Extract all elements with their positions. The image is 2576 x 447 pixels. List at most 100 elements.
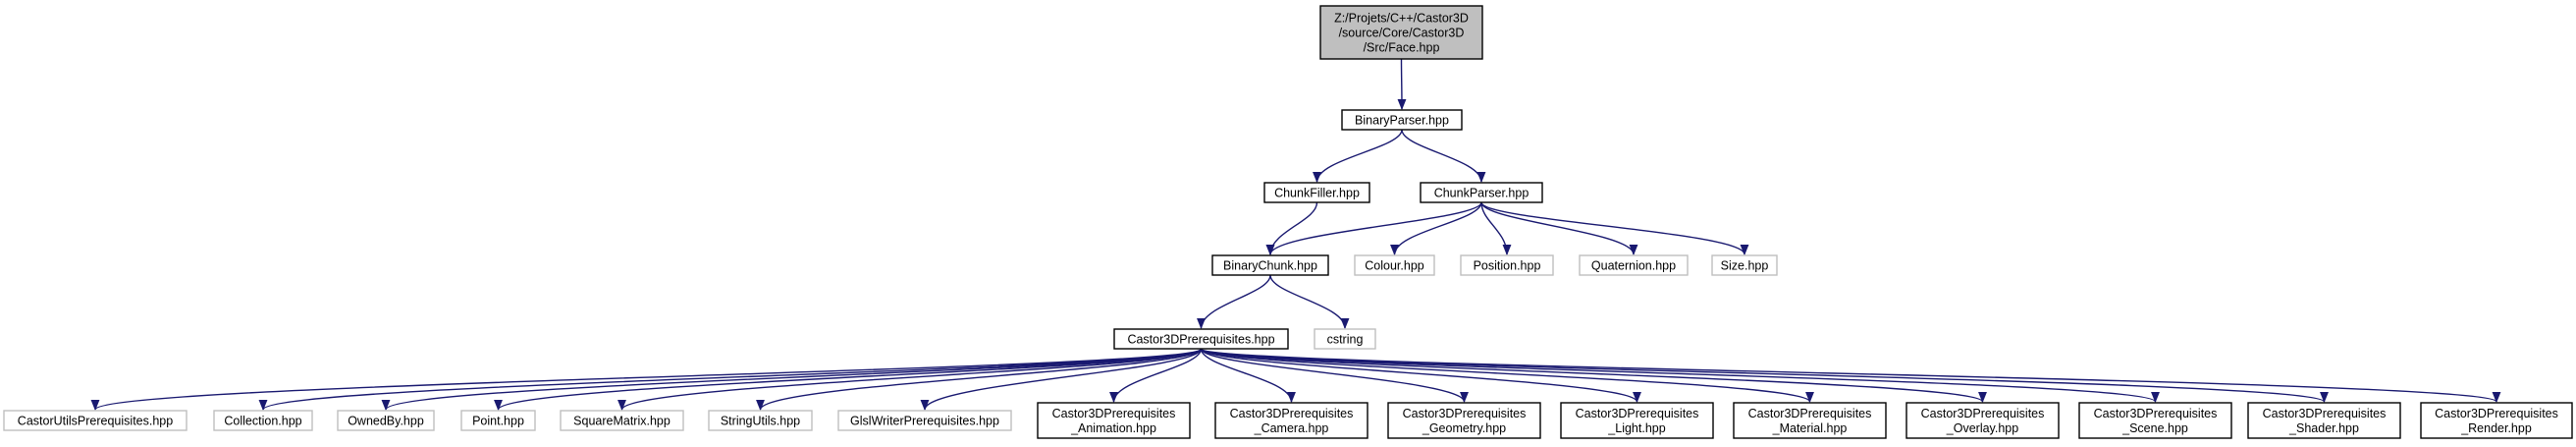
node-label-stringutils-0: StringUtils.hpp — [721, 415, 800, 428]
node-binarychunk[interactable]: BinaryChunk.hpp — [1211, 254, 1329, 276]
edges-layer — [90, 58, 2500, 412]
edge-castor3dprereq-to-pre_material — [1200, 348, 1814, 404]
node-label-point-0: Point.hpp — [472, 415, 524, 428]
edge-castor3dprereq-to-pre_overlay — [1200, 348, 1987, 404]
node-label-pre_shader-0: Castor3DPrerequisites — [2263, 407, 2387, 420]
node-label-cstring-0: cstring — [1327, 333, 1364, 347]
edge-castor3dprereq-to-stringutils — [756, 348, 1203, 412]
node-pre_geometry[interactable]: Castor3DPrerequisites_Geometry.hpp — [1387, 402, 1541, 439]
node-label-pre_camera-0: Castor3DPrerequisites — [1230, 407, 1354, 420]
node-label-pre_camera-1: _Camera.hpp — [1254, 421, 1329, 435]
node-box-colour — [1354, 254, 1435, 276]
node-castorutils: CastorUtilsPrerequisites.hpp — [3, 410, 188, 431]
node-box-pre_overlay — [1905, 402, 2060, 439]
node-box-quaternion — [1579, 254, 1689, 276]
edge-face-to-binaryparser — [1397, 58, 1407, 111]
node-box-collection — [213, 410, 313, 431]
node-label-face-1: /source/Core/Castor3D — [1339, 27, 1465, 40]
node-box-ownedby — [337, 410, 435, 431]
edge-castor3dprereq-to-glslwriter — [920, 348, 1203, 412]
node-collection: Collection.hpp — [213, 410, 313, 431]
node-stringutils: StringUtils.hpp — [708, 410, 813, 431]
node-box-binarychunk — [1211, 254, 1329, 276]
node-label-pre_render-1: _Render.hpp — [2460, 421, 2532, 435]
edge-castor3dprereq-to-pre_light — [1200, 348, 1641, 404]
edge-castor3dprereq-to-pre_shader — [1200, 348, 2329, 404]
node-label-pre_light-0: Castor3DPrerequisites — [1576, 407, 1699, 420]
edge-binarychunk-to-cstring — [1269, 274, 1350, 330]
node-pre_animation[interactable]: Castor3DPrerequisites_Animation.hpp — [1037, 402, 1191, 439]
node-position: Position.hpp — [1460, 254, 1554, 276]
edge-castor3dprereq-to-point — [494, 348, 1203, 412]
edge-castor3dprereq-to-castorutils — [90, 348, 1203, 412]
edge-castor3dprereq-to-ownedby — [381, 348, 1203, 412]
node-box-castorutils — [3, 410, 188, 431]
node-squarematrix: SquareMatrix.hpp — [560, 410, 684, 431]
node-colour: Colour.hpp — [1354, 254, 1435, 276]
node-pre_scene[interactable]: Castor3DPrerequisites_Scene.hpp — [2078, 402, 2232, 439]
edge-chunkparser-to-quaternion — [1480, 201, 1638, 256]
node-label-chunkparser-0: ChunkParser.hpp — [1434, 187, 1530, 200]
edge-chunkfiller-to-binarychunk — [1265, 201, 1318, 256]
node-label-colour-0: Colour.hpp — [1365, 259, 1424, 273]
edge-chunkparser-to-colour — [1390, 201, 1482, 256]
edge-binaryparser-to-chunkfiller — [1313, 129, 1403, 184]
edge-binaryparser-to-chunkparser — [1401, 129, 1486, 184]
edge-chunkparser-to-position — [1480, 201, 1512, 256]
node-box-stringutils — [708, 410, 813, 431]
node-cstring: cstring — [1314, 328, 1376, 350]
edge-castor3dprereq-to-pre_geometry — [1200, 348, 1469, 404]
edge-chunkparser-to-binarychunk — [1265, 201, 1482, 256]
node-size: Size.hpp — [1711, 254, 1778, 276]
node-box-glslwriter — [837, 410, 1012, 431]
node-chunkfiller[interactable]: ChunkFiller.hpp — [1263, 182, 1370, 203]
node-point: Point.hpp — [460, 410, 536, 431]
node-ownedby: OwnedBy.hpp — [337, 410, 435, 431]
node-box-pre_animation — [1037, 402, 1191, 439]
node-box-face — [1319, 5, 1483, 60]
node-pre_light[interactable]: Castor3DPrerequisites_Light.hpp — [1560, 402, 1714, 439]
node-label-position-0: Position.hpp — [1474, 259, 1541, 273]
node-pre_shader[interactable]: Castor3DPrerequisites_Shader.hpp — [2247, 402, 2401, 439]
edge-castor3dprereq-to-pre_render — [1200, 348, 2500, 404]
node-face: Z:/Projets/C++/Castor3D/source/Core/Cast… — [1319, 5, 1483, 60]
node-glslwriter: GlslWriterPrerequisites.hpp — [837, 410, 1012, 431]
node-label-chunkfiller-0: ChunkFiller.hpp — [1274, 187, 1360, 200]
node-label-squarematrix-0: SquareMatrix.hpp — [573, 415, 671, 428]
node-box-chunkparser — [1420, 182, 1543, 203]
node-label-binarychunk-0: BinaryChunk.hpp — [1223, 259, 1317, 273]
node-label-ownedby-0: OwnedBy.hpp — [348, 415, 424, 428]
node-label-pre_material-0: Castor3DPrerequisites — [1748, 407, 1872, 420]
edge-castor3dprereq-to-pre_animation — [1109, 348, 1203, 404]
node-label-collection-0: Collection.hpp — [224, 415, 301, 428]
node-binaryparser[interactable]: BinaryParser.hpp — [1341, 109, 1463, 131]
node-label-castorutils-0: CastorUtilsPrerequisites.hpp — [18, 415, 173, 428]
node-label-pre_geometry-0: Castor3DPrerequisites — [1403, 407, 1527, 420]
node-pre_overlay[interactable]: Castor3DPrerequisites_Overlay.hpp — [1905, 402, 2060, 439]
node-box-pre_geometry — [1387, 402, 1541, 439]
node-label-castor3dprereq-0: Castor3DPrerequisites.hpp — [1127, 333, 1274, 347]
node-pre_render[interactable]: Castor3DPrerequisites_Render.hpp — [2420, 402, 2573, 439]
edge-castor3dprereq-to-collection — [258, 348, 1203, 412]
node-label-size-0: Size.hpp — [1721, 259, 1769, 273]
node-box-pre_render — [2420, 402, 2573, 439]
node-pre_material[interactable]: Castor3DPrerequisites_Material.hpp — [1733, 402, 1887, 439]
node-label-binaryparser-0: BinaryParser.hpp — [1355, 114, 1449, 128]
node-box-size — [1711, 254, 1778, 276]
node-label-pre_overlay-1: _Overlay.hpp — [1946, 421, 2018, 435]
node-label-quaternion-0: Quaternion.hpp — [1591, 259, 1676, 273]
node-label-glslwriter-0: GlslWriterPrerequisites.hpp — [850, 415, 999, 428]
node-pre_camera[interactable]: Castor3DPrerequisites_Camera.hpp — [1214, 402, 1368, 439]
node-box-pre_material — [1733, 402, 1887, 439]
node-box-pre_camera — [1214, 402, 1368, 439]
node-box-squarematrix — [560, 410, 684, 431]
node-castor3dprereq[interactable]: Castor3DPrerequisites.hpp — [1113, 328, 1289, 350]
node-box-binaryparser — [1341, 109, 1463, 131]
node-box-position — [1460, 254, 1554, 276]
node-box-chunkfiller — [1263, 182, 1370, 203]
node-chunkparser[interactable]: ChunkParser.hpp — [1420, 182, 1543, 203]
edge-binarychunk-to-castor3dprereq — [1197, 274, 1271, 330]
node-label-pre_animation-1: _Animation.hpp — [1070, 421, 1156, 435]
node-box-pre_shader — [2247, 402, 2401, 439]
